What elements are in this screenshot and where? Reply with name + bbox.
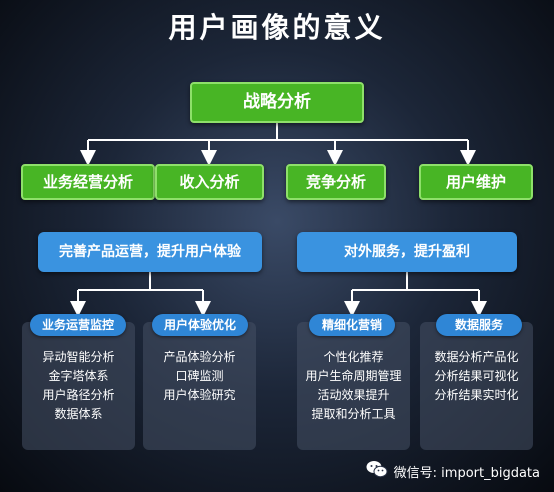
list-item: 提取和分析工具 [311, 407, 396, 421]
node-income-analysis: 收入分析 [155, 164, 264, 200]
panel-ops-monitor [22, 322, 135, 450]
badge-marketing: 精细化营销 [309, 314, 395, 336]
panel-ux-opt [143, 322, 256, 450]
list-item: 数据体系 [54, 407, 103, 421]
list-data-service: 数据分析产品化 分析结果可视化 分析结果实时化 [420, 348, 533, 405]
list-item: 异动智能分析 [42, 350, 115, 364]
group-left-header: 完善产品运营，提升用户体验 [38, 232, 262, 272]
badge-ops-monitor: 业务运营监控 [30, 314, 126, 336]
panel-data-service [420, 322, 533, 450]
list-item: 口碑监测 [175, 369, 224, 383]
node-competition-analysis: 竞争分析 [286, 164, 386, 200]
page-title: 用户画像的意义 [168, 11, 386, 44]
badge-data-service: 数据服务 [436, 314, 522, 336]
group-right-header: 对外服务，提升盈利 [297, 232, 517, 272]
list-item: 金字塔体系 [48, 369, 109, 383]
watermark-text: 微信号: import_bigdata [393, 465, 540, 481]
list-item: 用户生命周期管理 [305, 369, 402, 383]
list-item: 活动效果提升 [317, 388, 390, 402]
watermark: 微信号: import_bigdata [366, 460, 540, 482]
list-item: 数据分析产品化 [434, 350, 519, 364]
wechat-icon [366, 460, 388, 482]
panel-marketing [297, 322, 410, 450]
list-marketing: 个性化推荐 用户生命周期管理 活动效果提升 提取和分析工具 [297, 348, 410, 424]
list-item: 用户路径分析 [42, 388, 115, 402]
list-item: 分析结果实时化 [434, 388, 519, 402]
list-ops-monitor: 异动智能分析 金字塔体系 用户路径分析 数据体系 [22, 348, 135, 424]
root-node: 战略分析 [190, 82, 364, 123]
list-ux-opt: 产品体验分析 口碑监测 用户体验研究 [143, 348, 256, 405]
list-item: 用户体验研究 [163, 388, 236, 402]
list-item: 分析结果可视化 [434, 369, 519, 383]
node-business-analysis: 业务经营分析 [21, 164, 155, 200]
list-item: 个性化推荐 [323, 350, 384, 364]
node-user-maintenance: 用户维护 [419, 164, 533, 200]
badge-ux-opt: 用户体验优化 [152, 314, 248, 336]
list-item: 产品体验分析 [163, 350, 236, 364]
